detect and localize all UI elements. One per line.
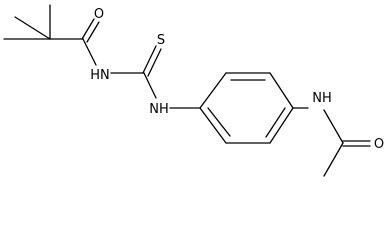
oxygen-label-pivaloyl: O [94,7,104,22]
nh-label-amide: HN [90,68,110,83]
ring-bond-4 [269,107,294,144]
ring-bond-1 [199,72,227,109]
ring-bond-6 [199,107,227,144]
ring-inner-double-3 [207,107,231,137]
ring-inner-double-2 [265,107,286,138]
bond-cs-double-b [147,48,162,77]
nh-label-thiourea: NH [149,102,169,117]
pivaloyl-carbonyl: O HN [81,7,110,83]
thiourea-group: S NH [110,33,201,117]
bond-nh-to-carbonyl [323,109,344,144]
sulfur-label: S [157,33,165,48]
bond-thiocarbon-to-nh [143,72,157,99]
nh-label-acetamide: NH [312,91,332,106]
tert-butyl-group [3,4,84,40]
bond-tbu-methyl-top-left [14,16,51,40]
bond-acetyl-methyl [323,142,344,177]
ring-bond-3 [269,72,294,109]
bond-cs-double-a [142,45,157,74]
bond-co-double-b [86,21,100,43]
bond-carbonyl-to-nh [82,38,97,66]
acetamide-group: NH O [292,91,384,177]
oxygen-label-acetyl: O [374,137,384,152]
bond-co-double-a [81,18,95,40]
chemical-structure-diagram: O HN S NH NH O [3,4,384,177]
benzene-ring [199,72,294,144]
